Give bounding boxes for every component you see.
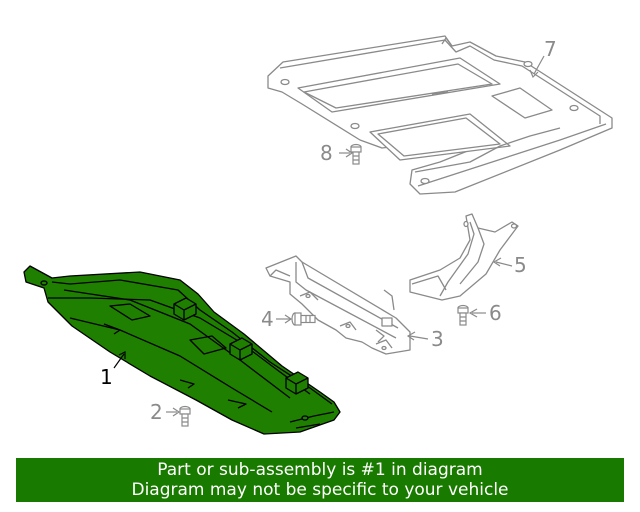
- arrowhead-6: [468, 308, 478, 318]
- part-5-bracket: [409, 213, 519, 301]
- callout-3: 3: [431, 327, 444, 351]
- arrowhead-1: [118, 351, 126, 359]
- leader-1: [113, 353, 125, 369]
- arrowhead-8: [345, 148, 354, 158]
- parts-diagram: 7 8 5 6 4 3 2 1: [23, 35, 613, 435]
- part-1-under-cover: [23, 265, 341, 435]
- part-3-rail-bracket: [265, 255, 411, 355]
- banner-line-2: Diagram may not be specific to your vehi…: [131, 480, 509, 500]
- arrowhead-7: [529, 69, 539, 79]
- leader-5: [495, 261, 513, 267]
- leader-7: [533, 55, 545, 75]
- leader-lines: [113, 55, 545, 417]
- arrowhead-4: [284, 314, 293, 324]
- callout-6: 6: [489, 301, 502, 325]
- part-4-bolt: [291, 312, 316, 326]
- arrowhead-2: [172, 407, 181, 417]
- part-6-bolt: [457, 304, 469, 326]
- info-banner: Part or sub-assembly is #1 in diagram Di…: [16, 458, 624, 502]
- callout-5: 5: [514, 253, 527, 277]
- arrowhead-5: [492, 257, 502, 267]
- part-2-bolt: [179, 405, 191, 427]
- part-8-bolt: [350, 143, 362, 165]
- callout-7: 7: [544, 37, 557, 61]
- callout-1: 1: [100, 365, 113, 389]
- callout-4: 4: [261, 307, 274, 331]
- callout-2: 2: [150, 400, 163, 424]
- part-7-upper-cover: [267, 35, 613, 195]
- banner-line-1: Part or sub-assembly is #1 in diagram: [157, 460, 483, 480]
- callout-8: 8: [320, 141, 333, 165]
- arrowhead-3: [406, 331, 416, 341]
- leader-3: [409, 335, 429, 340]
